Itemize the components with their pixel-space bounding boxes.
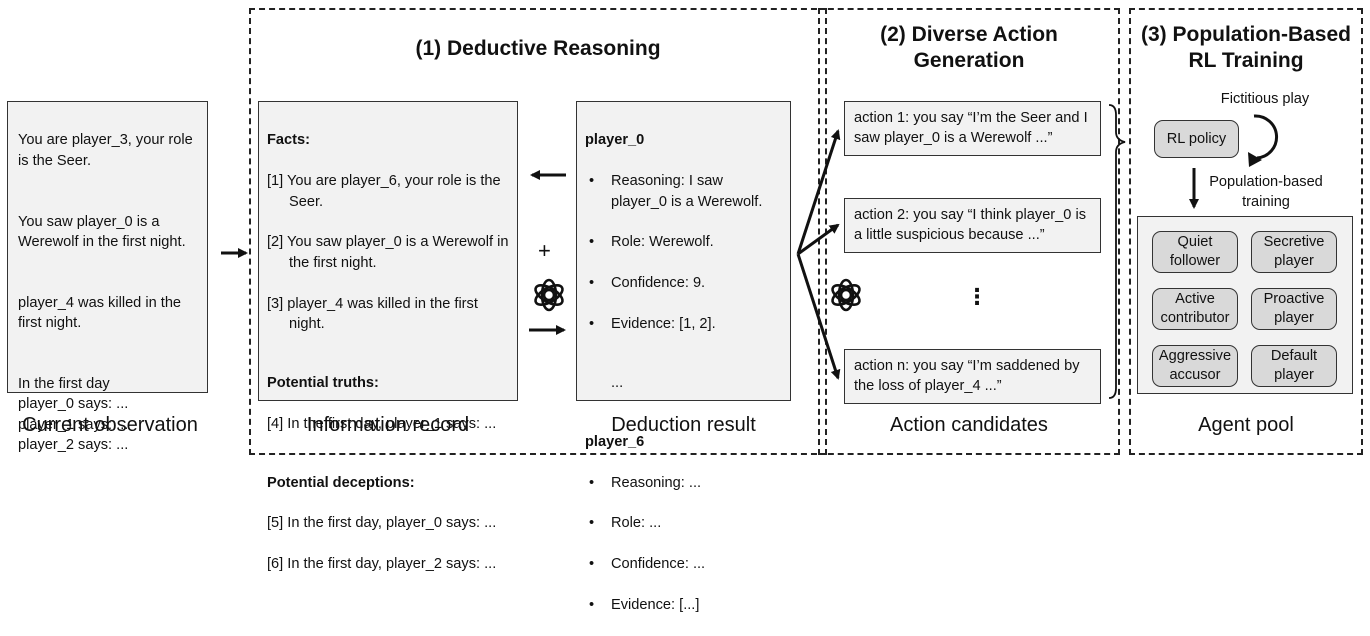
deduction-result-caption: Deduction result (611, 414, 756, 436)
truth-item: [4] In the first day, player_1 says: ... (267, 415, 497, 432)
information-record-box: Facts: [1] You are player_6, your role i… (258, 101, 518, 572)
deduction-ellipsis: ... (611, 374, 624, 391)
action-generation-panel (818, 8, 1120, 455)
action-candidate-1: action 1: you say “I’m the Seer and I sa… (844, 101, 1101, 156)
fact-item: [3] player_4 was killed in the first nig… (267, 295, 478, 333)
fact-item: [2] You saw player_0 is a Werewolf in th… (267, 234, 509, 271)
rl-training-panel (1129, 8, 1363, 455)
deduction-item: Reasoning: I saw player_0 is a Werewolf. (585, 171, 782, 212)
deception-item: [6] In the first day, player_2 says: ... (267, 556, 497, 573)
facts-heading: Facts: (267, 132, 310, 149)
brace-icon (1108, 104, 1126, 399)
agent-secretive-player: Secretive player (1251, 231, 1337, 273)
observation-line-2: You saw player_0 is a Werewolf in the fi… (18, 213, 186, 251)
fact-item: [1] You are player_6, your role is the S… (267, 173, 501, 210)
openai-logo-icon (534, 278, 564, 312)
agent-pool-caption: Agent pool (1198, 414, 1294, 436)
deduction-player-a: player_0 (585, 132, 645, 149)
agent-default-player: Default player (1251, 345, 1337, 387)
plus-sign: + (538, 238, 551, 263)
deduction-player-b: player_6 (585, 433, 645, 450)
rl-policy-box: RL policy (1154, 120, 1239, 158)
deduction-item: Role: Werewolf. (585, 232, 782, 253)
arrow-icon (796, 253, 841, 380)
arrow-icon (796, 129, 841, 255)
action-candidate-n: action n: you say “I’m saddened by the l… (844, 349, 1101, 404)
agent-aggressive-accusor: Aggressive accusor (1152, 345, 1238, 387)
vertical-ellipsis: ⋮ (966, 284, 988, 309)
information-record-caption: Information record (306, 414, 470, 436)
population-training-label: Population-based training (1209, 174, 1323, 210)
action-candidates-caption: Action candidates (890, 414, 1048, 436)
agent-proactive-player: Proactive player (1251, 288, 1337, 330)
actions-title: (2) Diverse Action Generation (880, 23, 1058, 72)
deduction-item: Evidence: [1, 2]. (585, 314, 782, 335)
deductive-title: (1) Deductive Reasoning (415, 37, 661, 60)
deceptions-heading: Potential deceptions: (267, 474, 415, 491)
deception-item: [5] In the first day, player_0 says: ... (267, 515, 497, 532)
deduction-item: Reasoning: ... (585, 473, 782, 494)
deduction-item: Confidence: 9. (585, 273, 782, 294)
arrow-icon (797, 223, 840, 256)
cycle-arrow-icon (1253, 114, 1278, 160)
truths-heading: Potential truths: (267, 374, 379, 391)
diagram-connectors (221, 104, 1278, 399)
agent-quiet-follower: Quiet follower (1152, 231, 1238, 273)
deduction-item: Evidence: [...] (585, 595, 782, 616)
openai-logo-icon (831, 278, 861, 312)
fictitious-play-label: Fictitious play (1220, 91, 1310, 107)
rl-title: (3) Population-Based RL Training (1140, 23, 1351, 72)
deduction-item: Confidence: ... (585, 554, 782, 575)
observation-caption: Current observation (22, 414, 198, 436)
observation-line-1: You are player_3, your role is the Seer. (18, 132, 193, 169)
action-candidate-2: action 2: you say “I think player_0 is a… (844, 198, 1101, 253)
observation-box: You are player_3, your role is the Seer.… (7, 101, 208, 453)
agent-active-contributor: Active contributor (1152, 288, 1238, 330)
deductive-reasoning-panel (249, 8, 827, 455)
fan-out-arrows (796, 129, 841, 380)
deduction-item: Role: ... (585, 513, 782, 534)
observation-line-4: In the first day player_0 says: ... play… (18, 376, 129, 454)
observation-line-3: player_4 was killed in the first night. (18, 294, 182, 332)
